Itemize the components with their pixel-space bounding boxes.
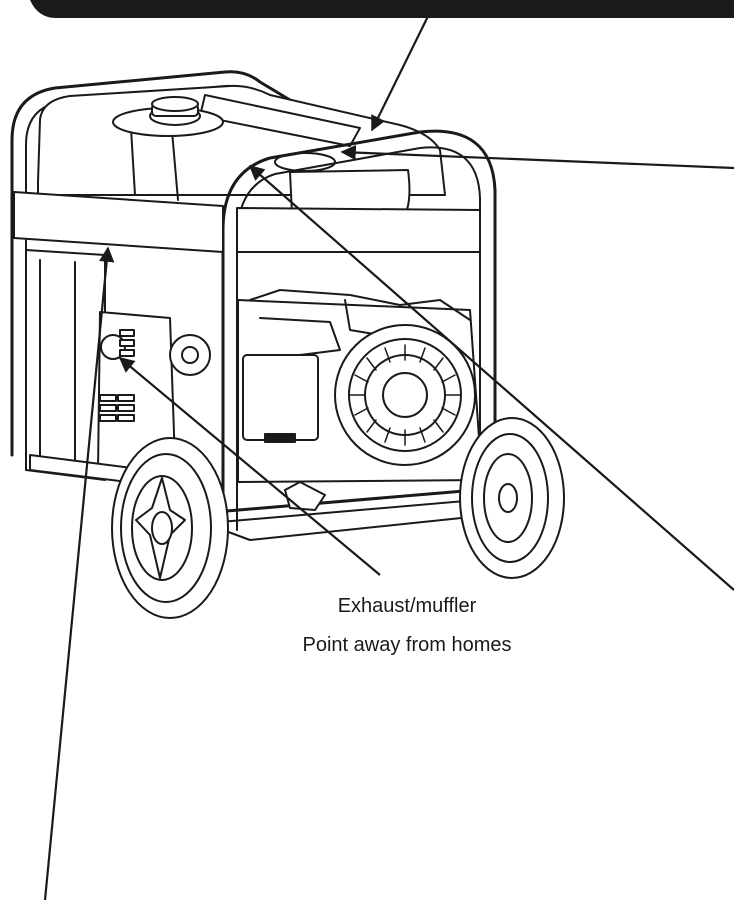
engine-tube-detail [259,317,341,356]
axle [213,486,502,514]
left-panel [25,249,106,481]
exhaust-callout-title: Exhaust/muffler [337,595,477,617]
callout-arrows [43,1,734,901]
arrow-front-band [43,246,115,901]
support-foot [284,481,326,511]
arrow-exhaust-muffler [118,357,381,576]
engine-top-detail [249,289,471,321]
arrow-top-panel [371,1,436,132]
front-band-side [236,207,481,253]
fuel-cap-top [151,96,199,112]
arrow-fuel-gauge [340,144,734,170]
front-band [13,191,224,253]
recoil-starter-hub [382,372,428,418]
frame-rear-tube [10,70,292,457]
muffler-vents [99,329,135,422]
pulley-hub [181,346,199,364]
left-wheel [111,437,229,619]
exhaust-callout-note: Point away from homes [302,634,512,656]
recoil-vents [349,344,461,446]
arrow-tank-corner [248,164,734,591]
air-filter-tag [264,433,296,443]
top-banner [30,0,734,18]
axle-2 [219,497,501,523]
right-wheel [459,417,565,579]
generator-illustration [10,70,565,619]
frame-front-tube [221,129,497,532]
air-filter-box [242,354,319,441]
